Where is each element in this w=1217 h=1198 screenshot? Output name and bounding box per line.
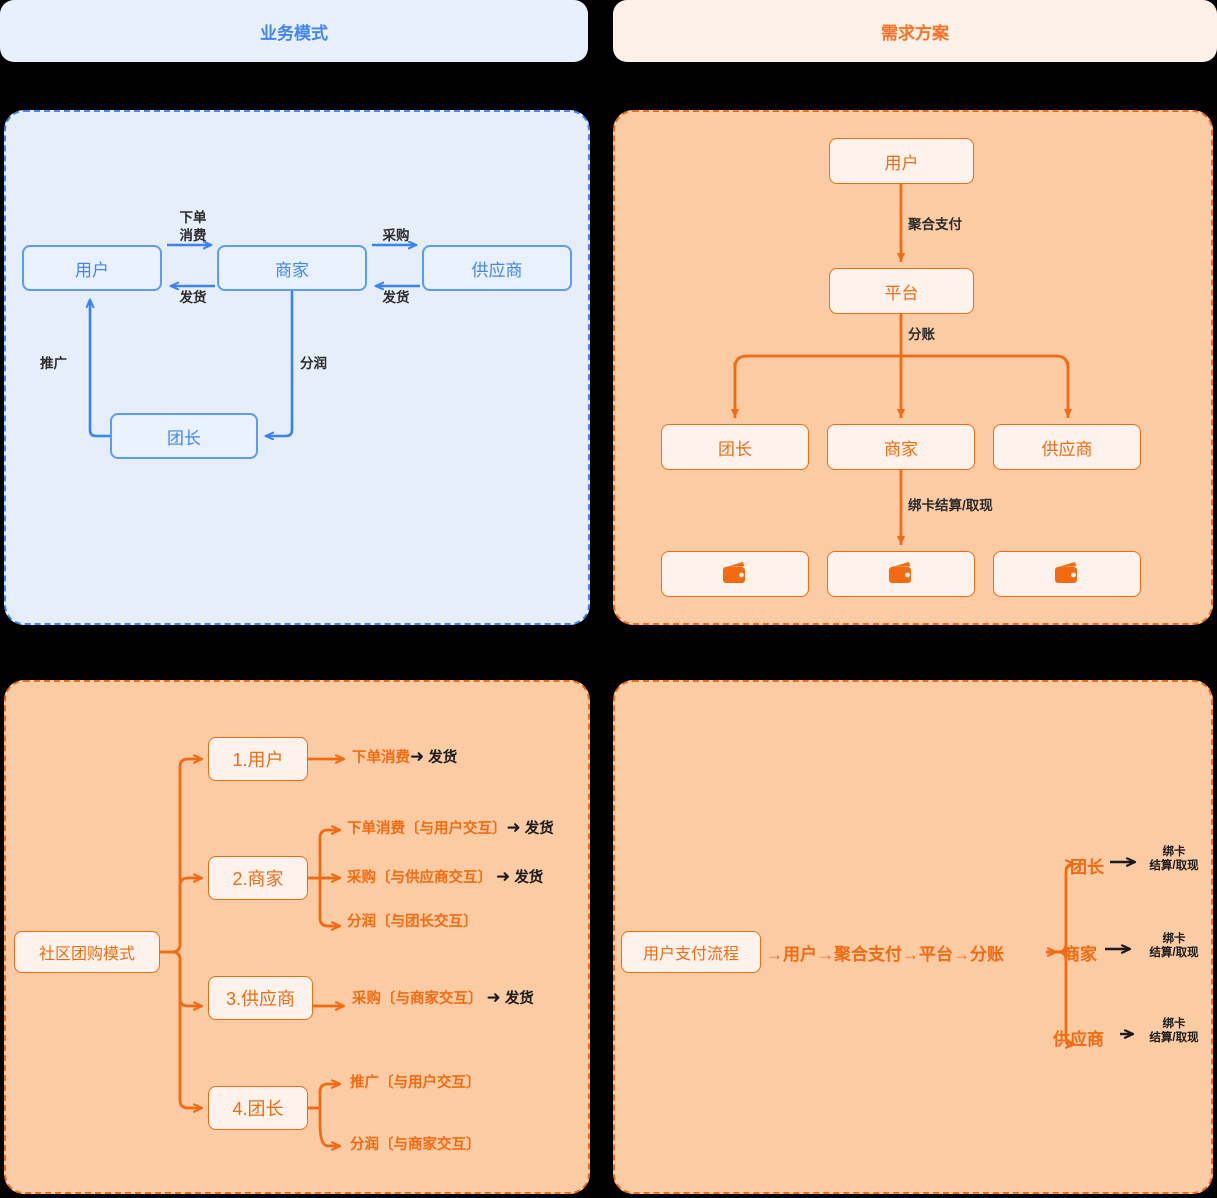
mindmap-root-business[interactable]: 社区团购模式 xyxy=(14,931,160,973)
node-leader-bm[interactable]: 团长 xyxy=(110,413,258,459)
arrow-icon: ➜ xyxy=(410,747,425,766)
tail-line-2: 结算/取现 xyxy=(1149,860,1199,872)
wallet-icon xyxy=(889,562,911,583)
tail-line-2: 结算/取现 xyxy=(1149,1032,1199,1044)
wallet-box-merchant[interactable] xyxy=(827,551,975,597)
payment-chain: →用户→聚合支付→平台→分账 xyxy=(766,945,1004,964)
mindmap-node-merchant[interactable]: 2.商家 xyxy=(208,856,308,900)
payment-tail-supplier: 绑卡 结算/取现 xyxy=(1134,1017,1214,1045)
row-text-primary: 分润〔与商家交互〕 xyxy=(350,1137,481,1153)
row-text-secondary: 发货 xyxy=(504,991,534,1007)
row-text-primary: 推广〔与用户交互〕 xyxy=(350,1075,481,1091)
header-business-model: 业务模式 xyxy=(0,0,588,62)
arrow-icon: ➜ xyxy=(486,988,501,1007)
wallet-box-leader[interactable] xyxy=(661,551,809,597)
row-text-primary: 采购〔与供应商交互〕 xyxy=(347,870,492,886)
row-text-primary: 采购〔与商家交互〕 xyxy=(352,991,483,1007)
payment-leaf-supplier[interactable]: 供应商 xyxy=(1053,1030,1104,1049)
edge-label-deliver-left: 发货 xyxy=(179,290,207,305)
row-text-primary: 下单消费〔与用户交互〕 xyxy=(347,821,507,837)
edge-label-purchase: 采购 xyxy=(382,228,410,243)
tail-line-1: 绑卡 xyxy=(1162,1018,1186,1030)
arrow-icon: ➜ xyxy=(496,867,511,886)
mindmap-row-merchant-1: 下单消费〔与用户交互〕➜ 发货 xyxy=(347,819,554,838)
row-text-primary: 分润〔与团长交互〕 xyxy=(347,914,478,930)
row-text-primary: 下单消费 xyxy=(352,750,410,766)
payment-leaf-merchant[interactable]: 商家 xyxy=(1063,945,1097,964)
mindmap-node-supplier[interactable]: 3.供应商 xyxy=(208,976,313,1020)
panel-business-model xyxy=(4,110,590,625)
mindmap-node-leader[interactable]: 4.团长 xyxy=(208,1086,308,1130)
node-platform-rp[interactable]: 平台 xyxy=(829,268,974,314)
mindmap-node-user[interactable]: 1.用户 xyxy=(208,737,308,781)
mindmap-row-user-1: 下单消费➜ 发货 xyxy=(352,748,457,767)
wallet-icon xyxy=(723,562,745,583)
edge-label-split-account: 分账 xyxy=(908,327,935,342)
mindmap-row-leader-2: 分润〔与商家交互〕 xyxy=(350,1136,481,1154)
mindmap-row-merchant-3: 分润〔与团长交互〕 xyxy=(347,913,478,931)
payment-tail-leader: 绑卡 结算/取现 xyxy=(1134,845,1214,873)
mindmap-row-merchant-2: 采购〔与供应商交互〕 ➜ 发货 xyxy=(347,868,543,887)
tail-line-2: 结算/取现 xyxy=(1149,947,1199,959)
node-user-rp[interactable]: 用户 xyxy=(829,138,974,184)
arrow-icon: ➜ xyxy=(506,818,521,837)
row-text-secondary: 发货 xyxy=(428,750,458,766)
node-merchant-rp[interactable]: 商家 xyxy=(827,424,975,470)
edge-label-deliver-right: 发货 xyxy=(382,290,410,305)
row-text-secondary: 发货 xyxy=(524,821,554,837)
mindmap-row-leader-1: 推广〔与用户交互〕 xyxy=(350,1074,481,1092)
tail-line-1: 绑卡 xyxy=(1162,846,1186,858)
node-supplier-bm[interactable]: 供应商 xyxy=(422,245,572,291)
wallet-icon xyxy=(1055,562,1077,583)
edge-label-order-line1: 下单 xyxy=(179,210,207,225)
node-supplier-rp[interactable]: 供应商 xyxy=(993,424,1141,470)
edge-label-profit-share: 分润 xyxy=(300,356,327,371)
mindmap-row-supplier-1: 采购〔与商家交互〕 ➜ 发货 xyxy=(352,989,534,1008)
node-merchant-bm[interactable]: 商家 xyxy=(217,245,367,291)
header-requirement-plan: 需求方案 xyxy=(613,0,1217,62)
edge-label-promote: 推广 xyxy=(40,356,67,371)
edge-label-order-line2: 消费 xyxy=(179,228,207,243)
mindmap-root-payment[interactable]: 用户支付流程 xyxy=(621,931,761,973)
wallet-box-supplier[interactable] xyxy=(993,551,1141,597)
edge-label-card-settle: 绑卡结算/取现 xyxy=(908,498,993,513)
edge-label-aggregate-pay: 聚合支付 xyxy=(908,217,962,232)
payment-leaf-leader[interactable]: 团长 xyxy=(1070,858,1104,877)
panel-requirement-plan xyxy=(613,110,1213,625)
node-leader-rp[interactable]: 团长 xyxy=(661,424,809,470)
tail-line-1: 绑卡 xyxy=(1162,933,1186,945)
row-text-secondary: 发货 xyxy=(514,870,544,886)
payment-tail-merchant: 绑卡 结算/取现 xyxy=(1134,932,1214,960)
node-user-bm[interactable]: 用户 xyxy=(22,245,162,291)
